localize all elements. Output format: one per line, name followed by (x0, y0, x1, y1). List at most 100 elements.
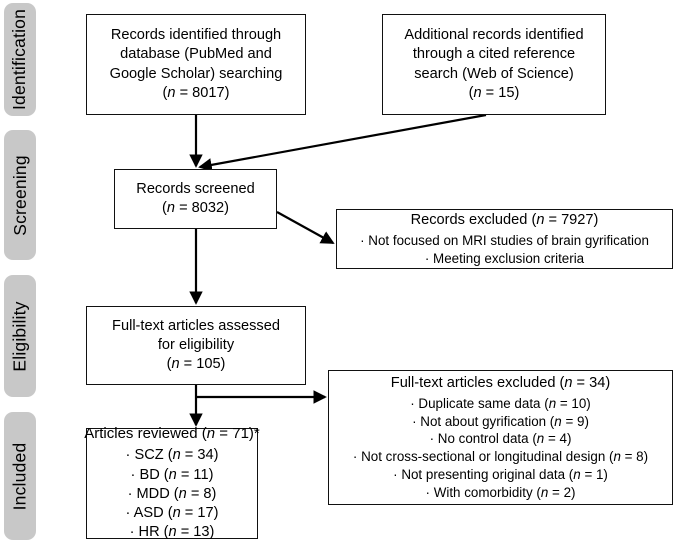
item-n-symbol: n (573, 466, 581, 482)
box-records-screened: Records screened (n = 8032) (114, 169, 277, 229)
count-n-symbol: n (171, 356, 180, 373)
item-text: MDD ( (136, 485, 179, 502)
box-records-screened-line-1: Records screened (136, 180, 255, 197)
count-value: = 105) (179, 356, 226, 373)
box-fulltext-excluded-item: · No control data (n = 4) (430, 430, 572, 448)
item-text: Duplicate same data ( (418, 396, 549, 412)
count-open-paren: ( (468, 84, 474, 101)
box-records-excluded-item: · Meeting exclusion criteria (425, 250, 584, 268)
item-value: = 10) (556, 396, 591, 412)
box-articles-reviewed-item: · BD (n = 11) (131, 466, 214, 485)
item-text: Not about gyrification ( (420, 413, 555, 429)
box-articles-reviewed-heading: Articles reviewed (n = 71)* (84, 424, 260, 444)
box-fulltext-excluded-item: · With comorbidity (n = 2) (426, 484, 576, 502)
stage-tab-screening: Screening (4, 130, 36, 260)
box-fulltext-assessed: Full-text articles assessed for eligibil… (86, 306, 306, 385)
box-fulltext-assessed-count: (n = 105) (167, 355, 226, 374)
heading-text: Records excluded ( (410, 211, 537, 228)
box-records-excluded: Records excluded (n = 7927) · Not focuse… (336, 209, 673, 269)
box-articles-reviewed-item: · SCZ (n = 34) (126, 446, 219, 465)
heading-text: Articles reviewed ( (84, 425, 207, 443)
stage-tab-included: Included (4, 412, 36, 540)
count-open-paren: ( (166, 356, 172, 373)
count-n-symbol: n (166, 200, 176, 216)
count-open-paren: ( (162, 200, 167, 216)
box-records-identified-count: (n = 8017) (163, 84, 230, 103)
heading-n-symbol: n (206, 425, 216, 443)
bullet-mark: · (425, 484, 430, 500)
box-articles-reviewed-item: · HR (n = 13) (130, 523, 215, 542)
bullet-mark: · (412, 413, 417, 429)
bullet-mark: · (424, 250, 430, 266)
box-records-identified-line-2: database (PubMed and (120, 46, 272, 63)
count-n-symbol: n (473, 84, 482, 101)
box-additional-records-line-2: through a cited reference (412, 46, 576, 63)
count-n-symbol: n (167, 84, 176, 101)
heading-n-symbol: n (564, 374, 573, 391)
bullet-mark: · (352, 449, 358, 465)
bullet-mark: · (127, 485, 133, 502)
box-fulltext-assessed-line-2: for eligibility (157, 336, 235, 353)
box-additional-records-count: (n = 15) (469, 84, 520, 103)
item-value: = 4) (544, 431, 572, 447)
count-value: = 15) (481, 84, 520, 101)
box-records-identified-line-3: Google Scholar) searching (109, 65, 283, 82)
item-n-symbol: n (548, 396, 557, 412)
box-records-excluded-item: · Not focused on MRI studies of brain gy… (360, 232, 649, 250)
box-fulltext-excluded-item: · Not about gyrification (n = 9) (412, 413, 589, 431)
item-text: Meeting exclusion criteria (433, 250, 585, 266)
item-value: = 8) (186, 485, 217, 502)
item-value: = 8) (620, 449, 649, 465)
count-value: = 8017) (175, 84, 230, 101)
item-text: Not presenting original data ( (401, 466, 574, 482)
bullet-mark: · (393, 466, 398, 482)
arrow-screened-to-records-excluded (276, 211, 335, 244)
item-value: = 1) (580, 466, 608, 482)
item-value: = 2) (548, 484, 576, 500)
item-text: Not cross-sectional or longitudinal desi… (361, 449, 614, 465)
box-fulltext-excluded-heading: Full-text articles excluded (n = 34) (391, 374, 610, 393)
bullet-mark: · (360, 232, 365, 248)
bullet-mark: · (129, 524, 135, 541)
item-text: With comorbidity ( (433, 484, 541, 500)
item-n-symbol: n (168, 524, 177, 541)
item-text: No control data ( (437, 431, 537, 447)
box-fulltext-excluded-item: · Not presenting original data (n = 1) (393, 466, 608, 484)
box-fulltext-excluded-item: · Duplicate same data (n = 10) (410, 395, 591, 413)
bullet-mark: · (410, 396, 415, 412)
stage-tab-identification: Identification (4, 3, 36, 116)
item-n-symbol: n (554, 413, 562, 429)
item-n-symbol: n (540, 484, 549, 500)
stage-tab-included-label: Included (9, 442, 30, 510)
stage-tab-eligibility-label: Eligibility (9, 300, 30, 372)
heading-text: Full-text articles excluded ( (390, 374, 565, 391)
item-n-symbol: n (178, 485, 187, 502)
count-open-paren: ( (162, 84, 168, 101)
box-fulltext-excluded-item: · Not cross-sectional or longitudinal de… (353, 448, 648, 466)
item-text: BD ( (139, 466, 169, 483)
box-fulltext-excluded: Full-text articles excluded (n = 34) · D… (328, 370, 673, 505)
box-records-identified: Records identified through database (Pub… (86, 14, 306, 115)
item-n-symbol: n (168, 466, 177, 483)
bullet-mark: · (125, 505, 131, 522)
heading-value: = 71)* (215, 425, 260, 443)
box-articles-reviewed-item: · MDD (n = 8) (128, 485, 217, 504)
stage-tab-identification-label: Identification (9, 8, 30, 111)
item-text: Not focused on MRI studies of brain gyri… (368, 232, 649, 248)
box-records-identified-line-1: Records identified through (110, 27, 282, 43)
box-additional-records-line-1: Additional records identified (404, 27, 584, 43)
heading-value: = 34) (572, 374, 611, 391)
arrow-additional-to-screened (198, 113, 487, 172)
box-records-screened-count: (n = 8032) (162, 199, 229, 218)
bullet-mark: · (429, 431, 435, 447)
heading-value: = 7927) (544, 211, 599, 228)
box-records-excluded-heading: Records excluded (n = 7927) (411, 211, 599, 230)
box-fulltext-assessed-line-1: Full-text articles assessed (112, 317, 280, 334)
item-value: = 13) (176, 524, 215, 541)
item-n-symbol: n (613, 449, 621, 465)
item-text: SCZ ( (134, 447, 173, 464)
item-n-symbol: n (172, 447, 181, 464)
stage-tab-eligibility: Eligibility (4, 275, 36, 397)
item-value: = 34) (180, 447, 219, 464)
